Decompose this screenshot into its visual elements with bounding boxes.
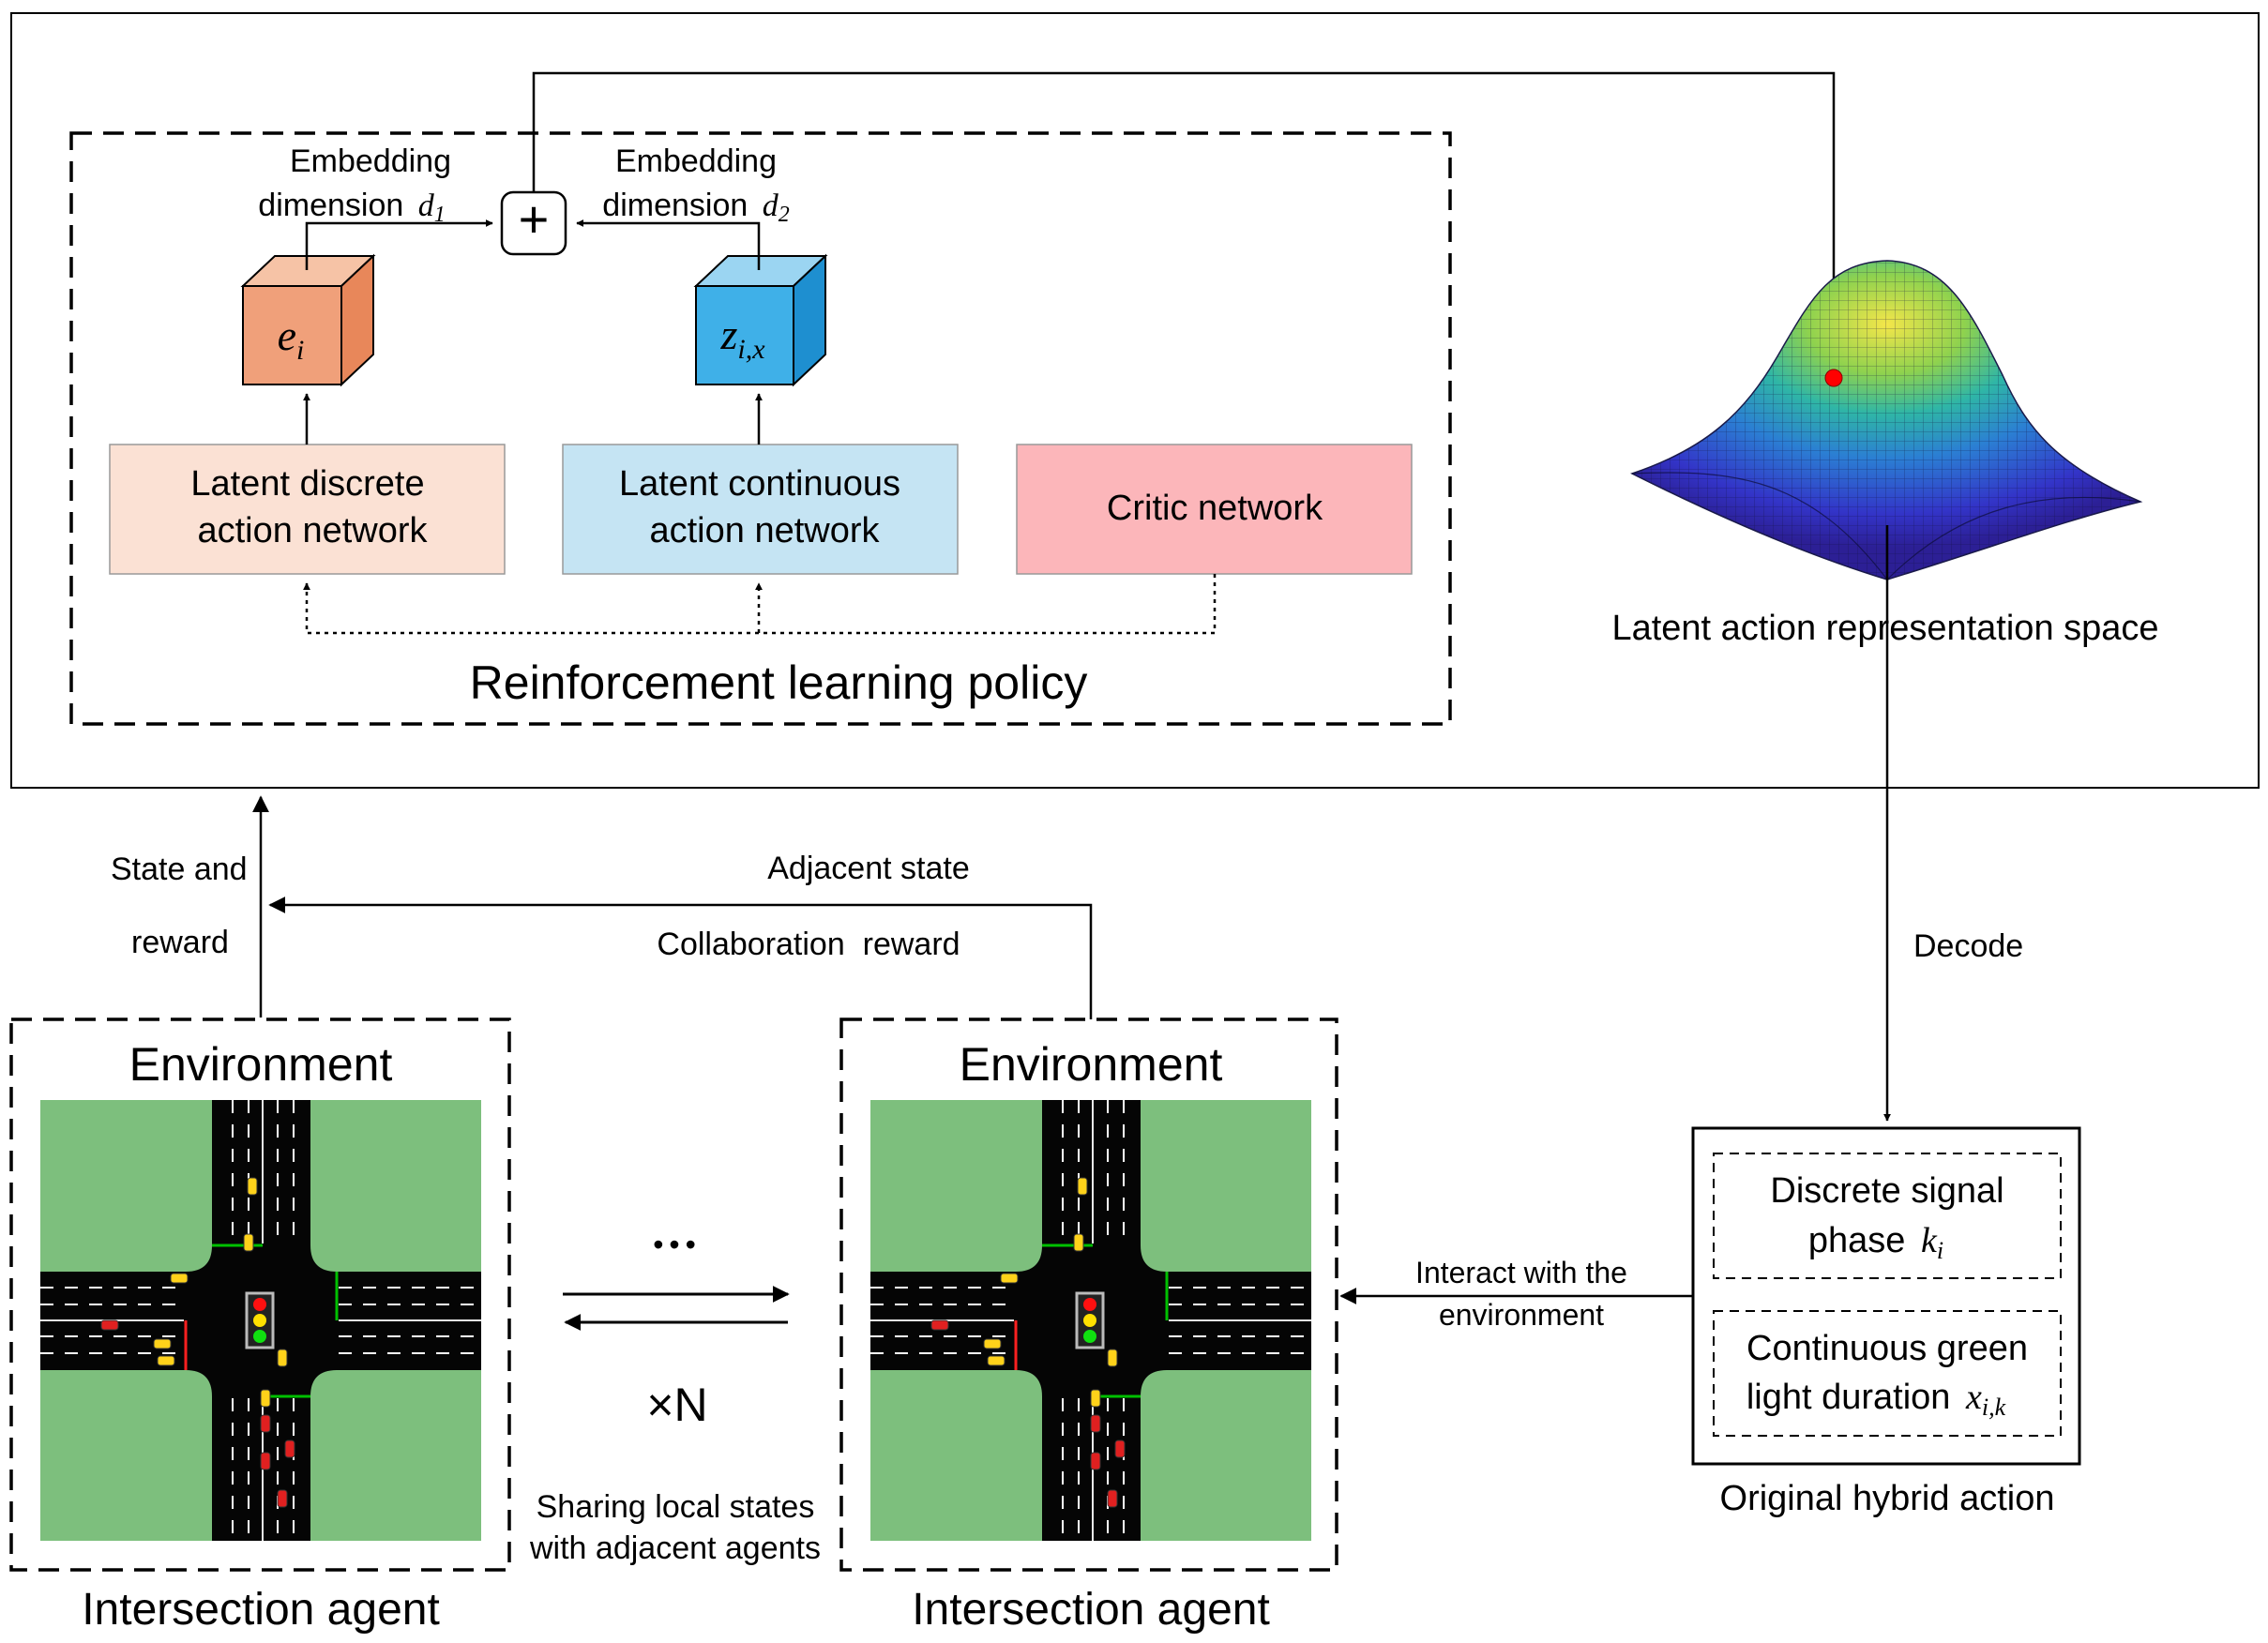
discrete-network-box (109, 444, 506, 575)
hybrid-action-label: Original hybrid action (1720, 1479, 2055, 1518)
cube-right-label: zi,x (719, 310, 765, 365)
interact-line1: Interact with the (1415, 1256, 1627, 1289)
critic-network-label: Critic network (1107, 489, 1323, 528)
collaboration-reward-label: Collaboration reward (657, 927, 960, 962)
discrete-network-line2: action network (197, 511, 428, 550)
discrete-embedding-cube: ei (240, 253, 376, 387)
critic-feedback-discrete (303, 574, 1217, 635)
environment-1-title: Environment (129, 1038, 393, 1091)
embed-left-arrow (305, 219, 493, 270)
state-reward-line1: State and (111, 852, 248, 887)
latent-space-surface (1630, 260, 2143, 580)
state-reward-line2: reward (131, 925, 229, 960)
discrete-network-line1: Latent discrete (190, 464, 424, 504)
discrete-phase-line2: phase ki (1808, 1221, 1943, 1264)
ellipsis: ••• (653, 1228, 702, 1261)
environment-1-dashed-box (9, 1017, 511, 1572)
embed-right-line1: Embedding (615, 143, 777, 179)
intersection-map-1 (40, 1100, 481, 1541)
intersection-map-2 (870, 1100, 1311, 1541)
sharing-line2: with adjacent agents (529, 1530, 821, 1566)
interact-line2: environment (1439, 1298, 1604, 1332)
adjacent-state-label: Adjacent state (767, 851, 969, 886)
environment-2-dashed-box (839, 1017, 1338, 1572)
environment-1: Environment Intersection agent (9, 1017, 511, 1635)
embed-right-line2: dimension d2 (602, 188, 789, 227)
environment-2-agent-label: Intersection agent (912, 1585, 1270, 1635)
policy-title: Reinforcement learning policy (470, 656, 1088, 709)
embed-right-arrow (576, 219, 761, 270)
continuous-duration-line1: Continuous green (1746, 1329, 2028, 1368)
continuous-network-line2: action network (649, 511, 880, 550)
adjacent-state-arrow (268, 897, 1093, 1019)
cube-left-label: ei (278, 311, 305, 366)
critic-network-box (1016, 444, 1413, 575)
continuous-duration-line2: light duration xi,k (1746, 1378, 2006, 1421)
embed-left-line2: dimension d1 (258, 188, 445, 227)
policy-dashed-box (69, 131, 1452, 726)
continuous-network-box (562, 444, 959, 575)
continuous-embedding-cube: zi,x (693, 253, 828, 387)
continuous-duration-box (1713, 1310, 2062, 1437)
sharing-line1: Sharing local states (537, 1489, 815, 1525)
top-frame (10, 12, 2260, 789)
embed-left-line1: Embedding (290, 143, 451, 179)
decode-label: Decode (1913, 928, 2023, 964)
sum-to-latent-arrow (532, 71, 1837, 379)
latent-space-label: Latent action representation space (1611, 609, 2158, 648)
environment-2: Environment Intersection agent (839, 1017, 1338, 1635)
times-n-label: ×N (646, 1379, 707, 1431)
hybrid-action-box (1691, 1126, 2081, 1466)
discrete-phase-line1: Discrete signal (1770, 1171, 2003, 1211)
sum-symbol: + (519, 189, 550, 249)
discrete-phase-box (1713, 1153, 2062, 1279)
continuous-network-line1: Latent continuous (619, 464, 900, 504)
environment-1-agent-label: Intersection agent (82, 1585, 440, 1635)
environment-2-title: Environment (960, 1038, 1223, 1091)
